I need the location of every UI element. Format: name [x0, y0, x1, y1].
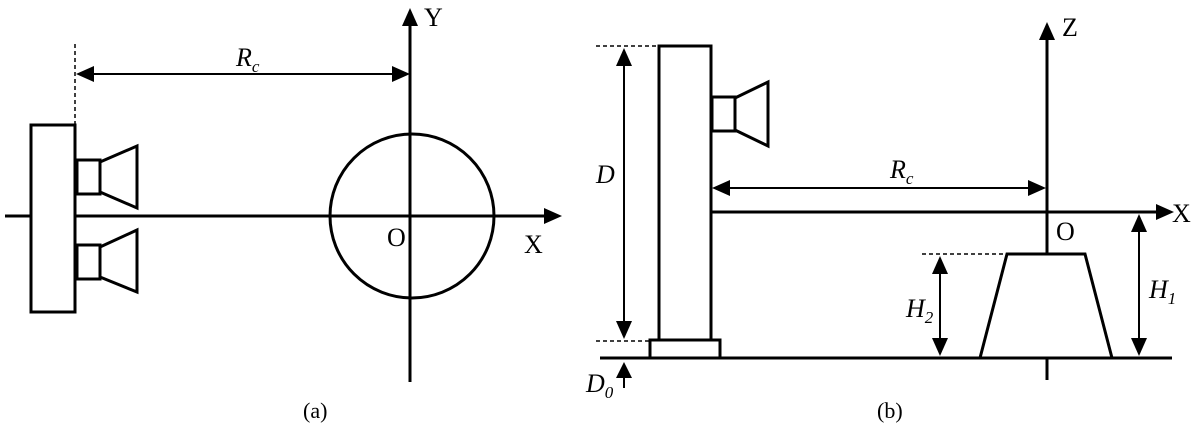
b-h1-arrow-top — [1131, 214, 1147, 232]
a-antenna-panel — [29, 123, 77, 314]
a-caption: (a) — [303, 398, 327, 423]
b-d-arrow-bottom — [616, 321, 632, 339]
b-x-axis-arrowhead — [1156, 204, 1174, 220]
b-d-label: D — [595, 160, 615, 189]
a-rc-label: Rc — [235, 43, 260, 76]
a-y-axis-arrowhead — [402, 8, 418, 26]
a-x-axis-label: X — [524, 230, 543, 259]
b-d0-arrow — [616, 362, 632, 378]
b-d-arrow-top — [616, 48, 632, 66]
b-h1-arrow-bottom — [1131, 338, 1147, 356]
a-horn-lower-neck — [75, 243, 102, 281]
b-h2-arrow-bottom — [932, 338, 948, 356]
b-tower-base — [648, 338, 722, 360]
a-rc-arrow-right — [392, 66, 410, 82]
a-x-axis-arrowhead — [544, 208, 562, 224]
b-x-axis-label: X — [1172, 199, 1191, 228]
a-y-axis-label: Y — [424, 3, 443, 32]
panel-a: Rc Y X O (a) — [5, 3, 562, 423]
b-horn-flare — [733, 79, 770, 149]
a-horn-lower-flare — [98, 227, 139, 295]
a-origin-label: O — [387, 223, 406, 252]
b-z-axis-arrowhead — [1039, 22, 1055, 40]
a-target-circle — [328, 132, 496, 300]
a-rc-arrow-left — [76, 66, 94, 82]
panel-b: D D0 Rc H2 H1 Z X O (b) — [585, 13, 1191, 423]
b-horn-neck — [710, 95, 737, 133]
b-target-trapezoid — [978, 252, 1114, 360]
b-h1-label: H1 — [1148, 275, 1176, 308]
b-z-axis-label: Z — [1062, 13, 1078, 42]
b-rc-label: Rc — [889, 155, 914, 188]
b-antenna-tower — [657, 44, 713, 342]
b-rc-arrow-right — [1028, 180, 1046, 196]
b-origin-label: O — [1056, 217, 1075, 246]
b-rc-arrow-left — [712, 180, 730, 196]
b-caption: (b) — [877, 398, 903, 423]
a-horn-upper-flare — [98, 143, 139, 211]
a-horn-upper-neck — [75, 158, 102, 196]
b-h2-label: H2 — [905, 294, 934, 327]
b-d0-label: D0 — [585, 369, 614, 402]
b-h2-arrow-top — [932, 256, 948, 274]
